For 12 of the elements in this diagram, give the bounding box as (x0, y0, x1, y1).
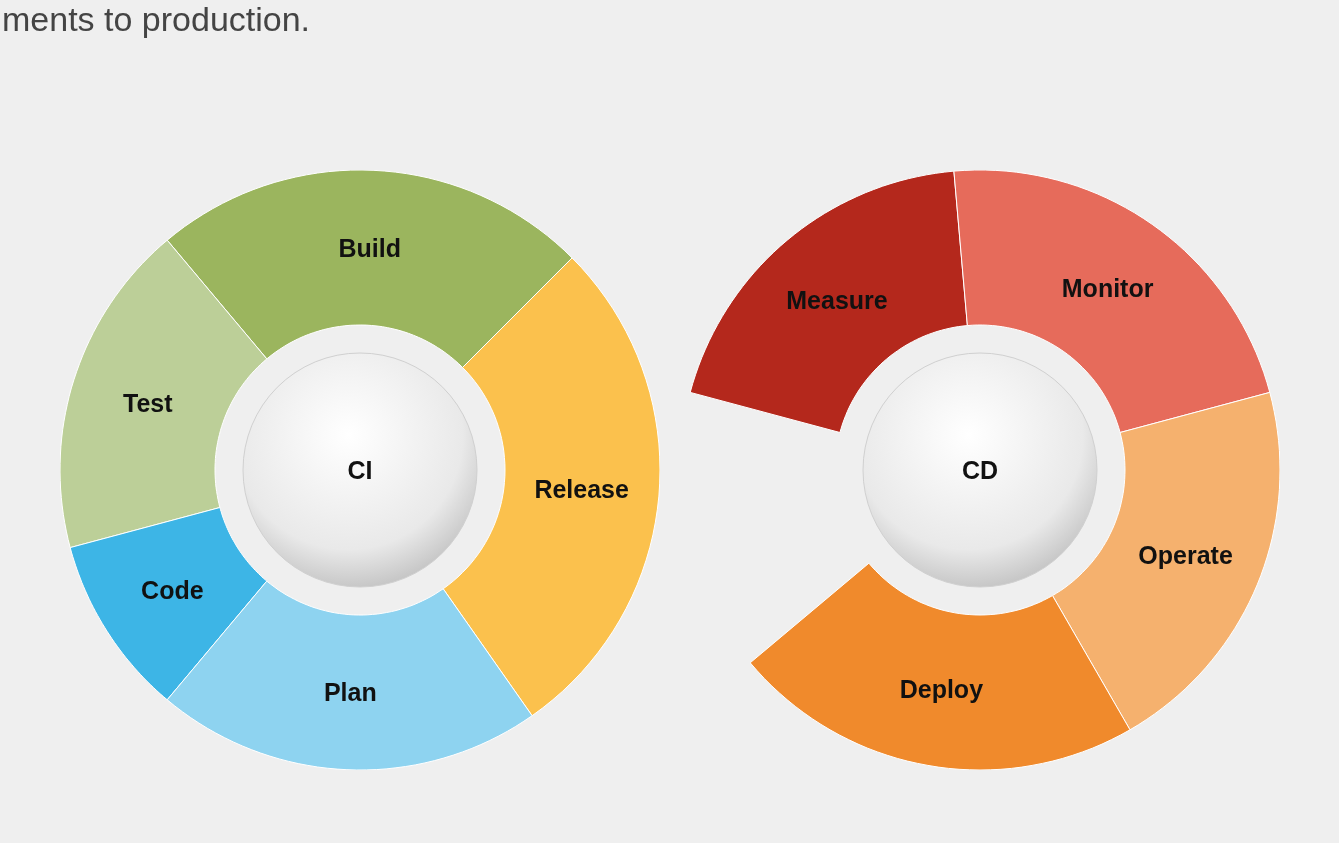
segment-label: Code (141, 575, 204, 605)
caption-text: ments to production. (2, 0, 311, 39)
segment-label: Test (123, 388, 173, 418)
segment-label: Deploy (899, 674, 984, 704)
segment-label: Measure (786, 285, 888, 315)
segment-label: Monitor (1061, 273, 1154, 303)
segment-label: Operate (1138, 540, 1233, 570)
hub-label: CI (347, 455, 373, 485)
hub-label: CD (961, 455, 999, 485)
segment-label: Plan (323, 677, 377, 707)
segment-label: Build (338, 233, 401, 263)
segment-label: Release (534, 474, 629, 504)
